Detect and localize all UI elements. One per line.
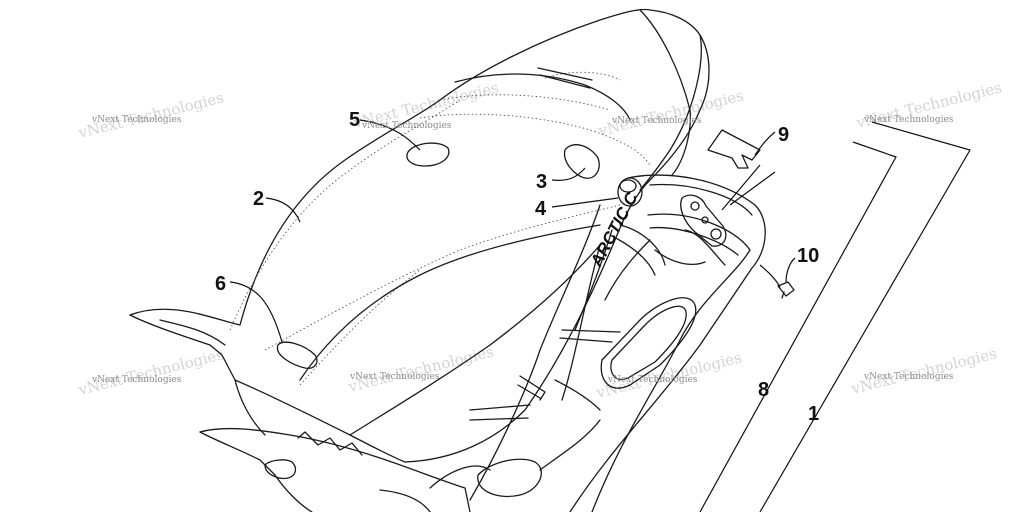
leader-lines [229, 119, 971, 512]
callout-5: 5 [349, 109, 360, 131]
watermark-text: vNext Technologies [863, 372, 954, 382]
cap-part-4 [617, 177, 643, 207]
watermark-text: vNext Technologies [863, 115, 954, 125]
callout-6: 6 [215, 273, 226, 295]
callout-4: 4 [535, 198, 547, 220]
callouts: 5 2 3 4 6 9 10 8 1 [215, 109, 819, 425]
watermark-ghost: vNext Technologies [76, 345, 226, 399]
fastener-part-10 [777, 281, 795, 297]
watermark-text: vNext Technologies [611, 116, 702, 126]
watermark-text: vNext Technologies [361, 121, 452, 131]
watermarks: vNext Technologies vNext Technologies vN… [91, 115, 954, 385]
watermark-ghosts: vNext Technologies vNext Technologies vN… [76, 78, 1004, 402]
callout-3: 3 [536, 171, 547, 193]
callout-1: 1 [808, 403, 819, 425]
callout-10: 10 [797, 245, 819, 267]
pad-part-6 [276, 341, 318, 369]
watermark-text: vNext Technologies [91, 115, 182, 125]
watermark-text: vNext Technologies [607, 375, 698, 385]
callout-9: 9 [778, 124, 789, 146]
pad-part-3 [563, 144, 600, 179]
watermark-ghost: vNext Technologies [596, 86, 746, 140]
watermark-ghost: vNext Technologies [346, 342, 496, 396]
watermark-text: vNext Technologies [349, 372, 440, 382]
tunnel-outline [429, 174, 766, 512]
callout-8: 8 [758, 379, 769, 401]
seat-outline [129, 8, 710, 512]
watermark-text: vNext Technologies [91, 375, 182, 385]
callout-2: 2 [253, 188, 264, 210]
hardware [276, 129, 795, 369]
bracket-part-9 [707, 129, 761, 169]
pad-part-5 [406, 142, 450, 167]
